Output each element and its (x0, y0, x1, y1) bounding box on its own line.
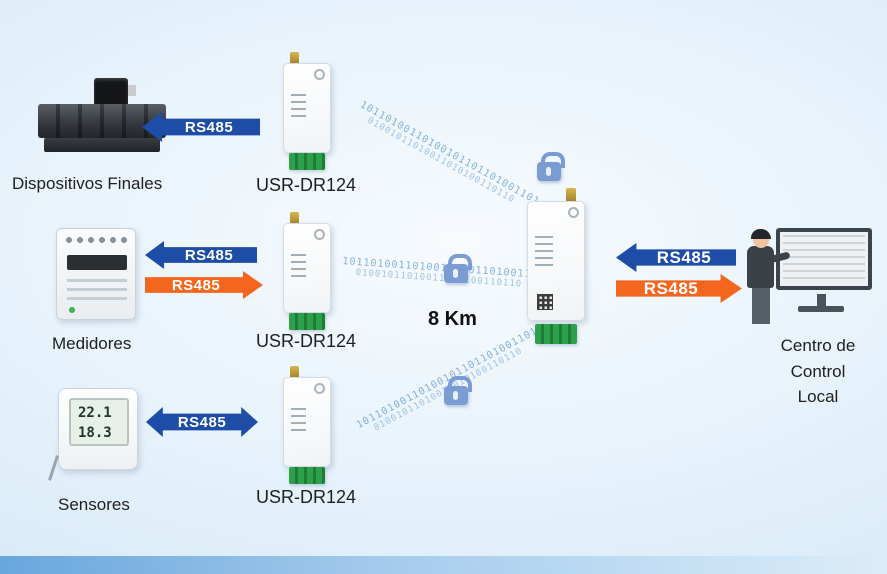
binary-text: 10110100110100101101101001101 (354, 325, 540, 431)
terminal-block (535, 324, 577, 344)
control-center-image (742, 224, 874, 332)
module-body (283, 377, 331, 467)
rs485-label: RS485 (177, 413, 227, 431)
terminal-block (289, 153, 325, 170)
monitor-base (798, 306, 844, 312)
device-label-sensores: Sensores (58, 495, 130, 514)
meter-terminals (64, 235, 130, 245)
rs485-label: RS485 (643, 278, 699, 298)
lock-icon (444, 376, 472, 405)
meter-device-image (56, 228, 136, 320)
meter-detail-lines (67, 279, 127, 303)
sensor-value-bottom: 18.3 (78, 425, 112, 442)
rs485-label: RS485 (656, 247, 712, 267)
led-indicators (291, 408, 306, 435)
rs485-arrow-right: RS485 (145, 271, 263, 299)
sensor-device-image: 22.1 18.3 (48, 388, 138, 481)
valve-base (44, 138, 160, 152)
terminal-block (289, 467, 325, 484)
led-indicators (535, 236, 553, 268)
rs485-label: RS485 (184, 246, 234, 264)
module-body (283, 223, 331, 313)
person-legs (752, 288, 770, 324)
module-body (283, 63, 331, 153)
antenna-connector-icon (290, 366, 299, 379)
binary-stream-top: 10110100110100101101101001101 0100101101… (353, 99, 542, 217)
usr-dr124-module (283, 52, 331, 170)
person-hair (751, 229, 771, 239)
antenna-connector-icon (290, 52, 299, 65)
valve-device-image (38, 78, 166, 156)
terminal-block (289, 313, 325, 330)
qr-code-icon (537, 294, 553, 310)
rs485-arrow-right: RS485 (616, 274, 742, 303)
rs485-label: RS485 (171, 276, 221, 294)
meter-lcd (67, 255, 127, 270)
rs485-arrow-left: RS485 (145, 241, 257, 269)
label-line: Local (797, 387, 839, 406)
led-indicators (291, 254, 306, 281)
usr-dr124-module (283, 212, 331, 330)
rs485-arrow-bidirectional: RS485 (146, 407, 258, 437)
module-label: USR-DR124 (256, 487, 357, 507)
device-label-dispositivos: Dispositivos Finales (12, 174, 163, 193)
label-line: Control (790, 361, 846, 381)
device-label-medidores: Medidores (52, 334, 132, 353)
rs485-label: RS485 (184, 118, 234, 136)
monitor (776, 228, 872, 290)
usr-logo-icon (314, 383, 325, 394)
usr-dr124-central-module (527, 188, 585, 344)
monitor-stand (817, 294, 826, 307)
sensor-value-top: 22.1 (78, 405, 112, 421)
meter-led (69, 307, 75, 313)
sensor-probe (48, 455, 59, 481)
distance-label: 8 Km (428, 308, 477, 330)
binary-text: 01001011010011010100110110 (365, 115, 517, 206)
label-line: Centro de (780, 336, 856, 355)
antenna-connector-icon (566, 188, 576, 203)
usr-logo-icon (568, 207, 579, 218)
lock-icon (444, 254, 472, 283)
binary-text: 10110100110100101101101001101 (358, 99, 542, 208)
valve-body (38, 104, 166, 138)
person-torso (747, 246, 774, 288)
monitor-screen (783, 235, 865, 283)
module-label: USR-DR124 (256, 331, 357, 351)
sensor-lcd: 22.1 18.3 (69, 398, 129, 446)
usr-logo-icon (314, 229, 325, 240)
module-label: USR-DR124 (256, 175, 357, 195)
usr-logo-icon (314, 69, 325, 80)
bottom-gradient-band (0, 556, 887, 574)
rs485-arrow-left: RS485 (142, 112, 260, 142)
antenna-connector-icon (290, 212, 299, 225)
rs485-arrow-left: RS485 (616, 243, 736, 272)
led-indicators (291, 94, 306, 121)
control-center-label: Centro de Control Local (758, 333, 878, 410)
module-body (527, 201, 585, 321)
lock-icon (537, 152, 565, 181)
usr-dr124-module (283, 366, 331, 484)
operator-person (742, 229, 791, 332)
valve-coil (94, 78, 136, 108)
